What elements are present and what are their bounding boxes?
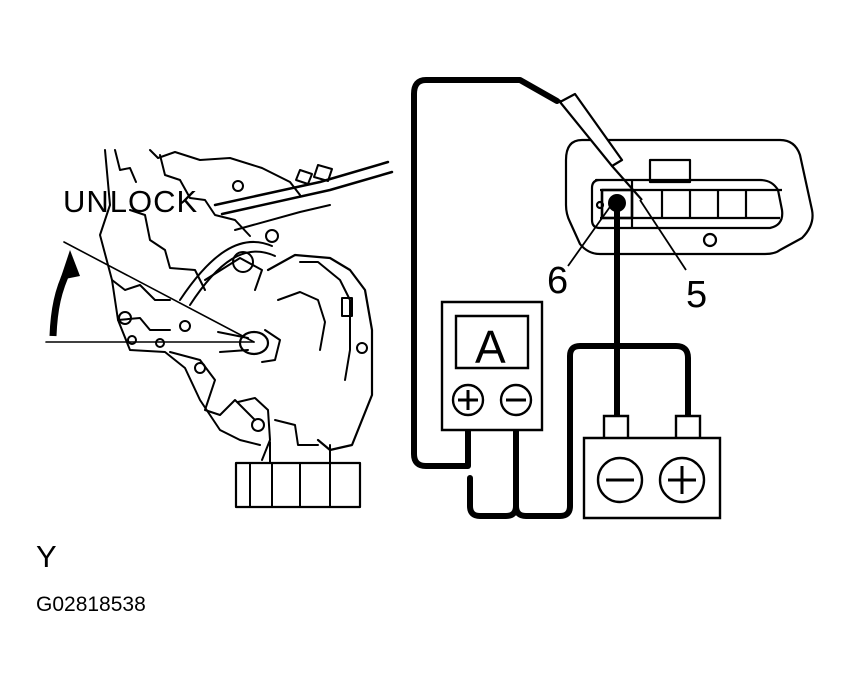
- unlock-direction-arrow: [53, 250, 80, 336]
- ammeter: [442, 302, 542, 430]
- unlock-label: UNLOCK: [63, 184, 199, 219]
- unlock-leader: [46, 242, 254, 342]
- ammeter-symbol: A: [475, 321, 506, 373]
- connector-face: [566, 140, 813, 254]
- figure-code: G02818538: [36, 593, 146, 616]
- test-leads: [414, 80, 688, 516]
- terminal-5-label: 5: [686, 274, 708, 316]
- terminal-6-contact: [608, 194, 626, 212]
- view-letter: Y: [36, 539, 57, 574]
- terminal-leaders: [568, 200, 686, 270]
- tester-probe: [550, 94, 642, 200]
- battery: [584, 416, 720, 518]
- door-lock-actuator: [100, 150, 392, 507]
- terminal-6-label: 6: [547, 260, 569, 302]
